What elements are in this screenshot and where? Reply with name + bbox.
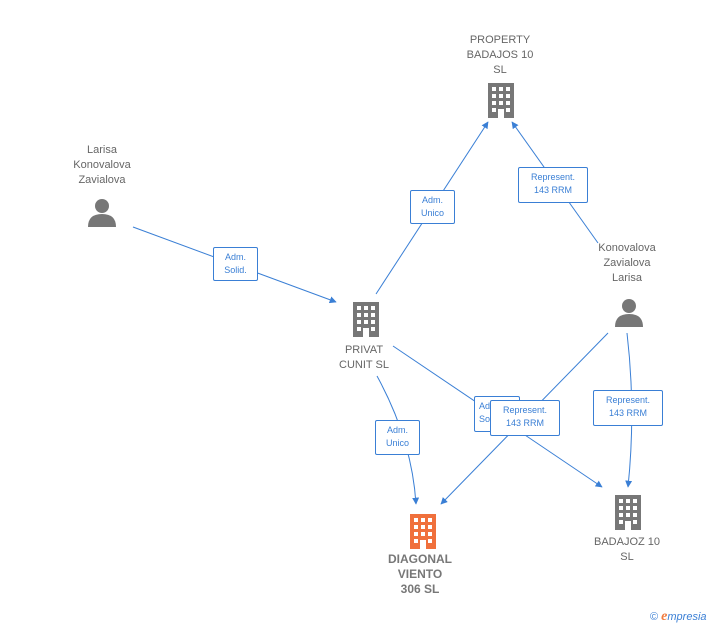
edge-label-represent-top: Represent. 143 RRM: [518, 167, 588, 203]
node-label-property-badajos[interactable]: PROPERTY BADAJOS 10 SL: [466, 34, 534, 76]
building-icon[interactable]: [613, 495, 643, 530]
brand-initial: e: [661, 609, 668, 624]
edge-label-adm-solid: Adm. Solid.: [213, 247, 258, 281]
person-icon[interactable]: [614, 297, 644, 327]
person-icon[interactable]: [87, 197, 117, 227]
copyright-symbol: ©: [650, 611, 659, 623]
node-label-badajoz-10[interactable]: BADAJOZ 10 SL: [593, 536, 661, 563]
edge-label-adm-unico-bottom: Adm. Unico: [375, 420, 420, 455]
building-icon[interactable]: [486, 83, 516, 118]
building-icon[interactable]: [351, 302, 381, 337]
node-label-diagonal-viento[interactable]: DIAGONAL VIENTO 306 SL: [388, 552, 452, 596]
edge-label-represent-mid: Represent. 143 RRM: [490, 400, 560, 436]
brand-name: mpresia: [667, 611, 707, 623]
node-label-larisa-konovalova[interactable]: Larisa Konovalova Zavialova: [73, 144, 131, 186]
edge-label-adm-unico-top: Adm. Unico: [410, 190, 455, 224]
node-label-privat-cunit[interactable]: PRIVAT CUNIT SL: [339, 344, 389, 371]
edge-label-represent-right: Represent. 143 RRM: [593, 390, 663, 426]
building-icon-highlighted[interactable]: [408, 514, 438, 549]
brand-logo: © empresia: [650, 609, 707, 625]
node-label-konovalova-larisa[interactable]: Konovalova Zavialova Larisa: [598, 242, 656, 284]
